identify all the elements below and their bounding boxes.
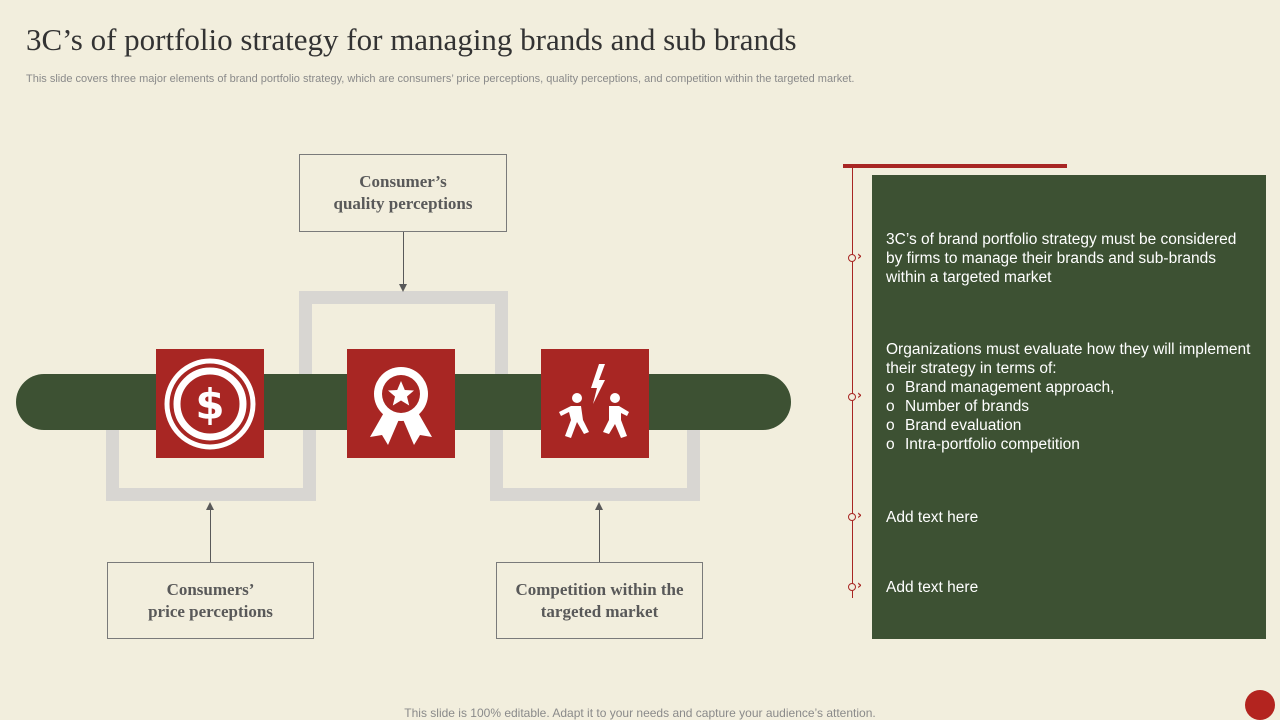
corner-decoration bbox=[1245, 690, 1275, 720]
bullet-marker-2: › bbox=[848, 388, 866, 403]
panel-item-2: Organizations must evaluate how they wil… bbox=[886, 340, 1256, 454]
price-perceptions-box: Consumers’ price perceptions bbox=[107, 562, 314, 639]
award-tile bbox=[347, 349, 455, 458]
quality-perceptions-label: Consumer’s quality perceptions bbox=[333, 172, 473, 213]
panel-accent-line bbox=[843, 164, 1067, 168]
page-subtitle: This slide covers three major elements o… bbox=[26, 73, 855, 85]
award-badge-icon bbox=[370, 366, 432, 445]
dollar-tile: $ bbox=[156, 349, 264, 458]
panel-item-3: Add text here bbox=[886, 509, 979, 526]
bullet-marker-4: › bbox=[848, 578, 866, 593]
competition-tile bbox=[541, 349, 649, 458]
bullet-marker-1: › bbox=[848, 249, 866, 264]
footer-note: This slide is 100% editable. Adapt it to… bbox=[404, 706, 876, 720]
top-arrow-line bbox=[403, 232, 404, 284]
competition-box: Competition within the targeted market bbox=[496, 562, 703, 639]
panel-item-2-intro: Organizations must evaluate how they wil… bbox=[886, 341, 1251, 377]
panel-timeline-line bbox=[852, 168, 853, 598]
competition-icon bbox=[559, 363, 629, 438]
quality-perceptions-box: Consumer’s quality perceptions bbox=[299, 154, 507, 232]
dollar-coin-icon: $ bbox=[164, 358, 256, 449]
right-arrow-head bbox=[595, 502, 603, 510]
panel-item-4: Add text here bbox=[886, 579, 979, 596]
top-arrow-head bbox=[399, 284, 407, 292]
panel-item-1: 3C’s of brand portfolio strategy must be… bbox=[886, 231, 1237, 286]
price-perceptions-label: Consumers’ price perceptions bbox=[148, 579, 273, 621]
competition-label: Competition within the targeted market bbox=[515, 579, 684, 621]
page-title: 3C’s of portfolio strategy for managing … bbox=[26, 22, 797, 57]
left-arrow-line bbox=[210, 510, 211, 562]
right-arrow-line bbox=[599, 510, 600, 562]
left-arrow-head bbox=[206, 502, 214, 510]
bullet-marker-3: › bbox=[848, 508, 866, 523]
svg-text:$: $ bbox=[195, 380, 224, 429]
info-panel bbox=[872, 175, 1266, 639]
